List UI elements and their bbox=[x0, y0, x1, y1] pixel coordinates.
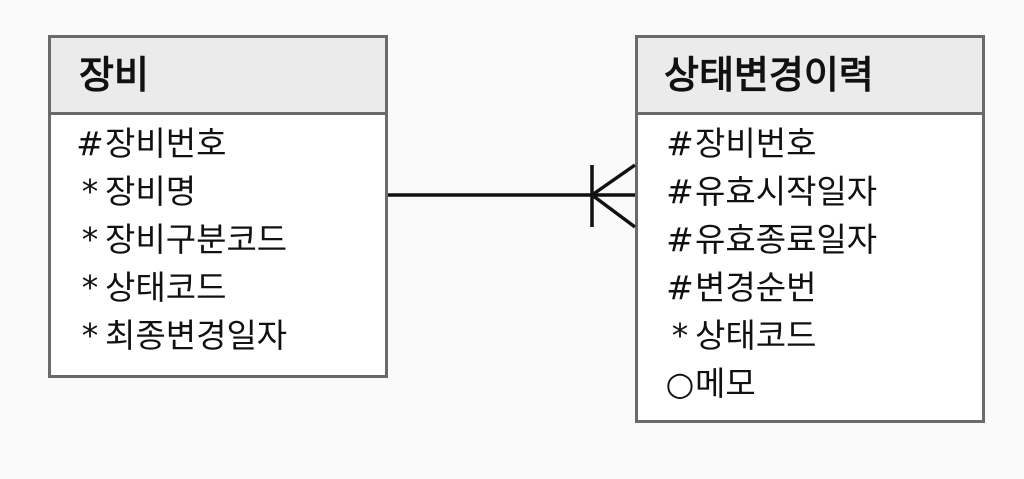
attribute-name: 장비번호 bbox=[695, 123, 817, 163]
attribute-row[interactable]: * 상태코드 bbox=[75, 263, 385, 311]
entity-equipment-attributes: # 장비번호 * 장비명 * 장비구분코드 * 상태코드 * 최종변경일자 bbox=[51, 115, 385, 359]
mandatory-marker: * bbox=[81, 267, 99, 307]
attribute-name: 메모 bbox=[695, 363, 756, 403]
attribute-name: 장비명 bbox=[105, 171, 197, 211]
primary-key-marker: # bbox=[76, 123, 104, 163]
entity-status-history[interactable]: 상태변경이력 # 장비번호 # 유효시작일자 # 유효종료일자 # 변경순번 *… bbox=[635, 35, 985, 423]
attribute-row[interactable]: # 장비번호 bbox=[75, 119, 385, 167]
attribute-name: 최종변경일자 bbox=[105, 315, 288, 355]
primary-key-marker: # bbox=[666, 219, 694, 259]
attribute-name: 상태코드 bbox=[105, 267, 227, 307]
attribute-row[interactable]: * 장비구분코드 bbox=[75, 215, 385, 263]
attribute-row[interactable]: # 장비번호 bbox=[665, 119, 982, 167]
entity-equipment[interactable]: 장비 # 장비번호 * 장비명 * 장비구분코드 * 상태코드 * 최종변경일자 bbox=[48, 35, 388, 378]
attribute-name: 상태코드 bbox=[695, 315, 817, 355]
attribute-name: 변경순번 bbox=[695, 267, 817, 307]
primary-key-marker: # bbox=[666, 171, 694, 211]
attribute-row[interactable]: * 최종변경일자 bbox=[75, 311, 385, 359]
attribute-row[interactable]: * 상태코드 bbox=[665, 311, 982, 359]
attribute-row[interactable]: # 유효시작일자 bbox=[665, 167, 982, 215]
entity-status-history-attributes: # 장비번호 # 유효시작일자 # 유효종료일자 # 변경순번 * 상태코드 ○… bbox=[638, 115, 982, 407]
attribute-name: 유효종료일자 bbox=[695, 219, 878, 259]
mandatory-marker: * bbox=[671, 315, 689, 355]
attribute-row[interactable]: # 유효종료일자 bbox=[665, 215, 982, 263]
attribute-row[interactable]: # 변경순번 bbox=[665, 263, 982, 311]
optional-marker: ○ bbox=[665, 363, 695, 403]
mandatory-marker: * bbox=[81, 171, 99, 211]
primary-key-marker: # bbox=[666, 267, 694, 307]
crows-foot-upper-prong bbox=[590, 163, 637, 197]
mandatory-marker: * bbox=[81, 219, 99, 259]
mandatory-marker: * bbox=[81, 315, 99, 355]
primary-key-marker: # bbox=[666, 123, 694, 163]
entity-status-history-title: 상태변경이력 bbox=[638, 38, 982, 115]
attribute-row[interactable]: ○ 메모 bbox=[665, 359, 982, 407]
attribute-name: 유효시작일자 bbox=[695, 171, 878, 211]
entity-equipment-title: 장비 bbox=[51, 38, 385, 115]
attribute-name: 장비구분코드 bbox=[105, 219, 288, 259]
crows-foot-lower-prong bbox=[590, 193, 637, 229]
attribute-row[interactable]: * 장비명 bbox=[75, 167, 385, 215]
attribute-name: 장비번호 bbox=[105, 123, 227, 163]
